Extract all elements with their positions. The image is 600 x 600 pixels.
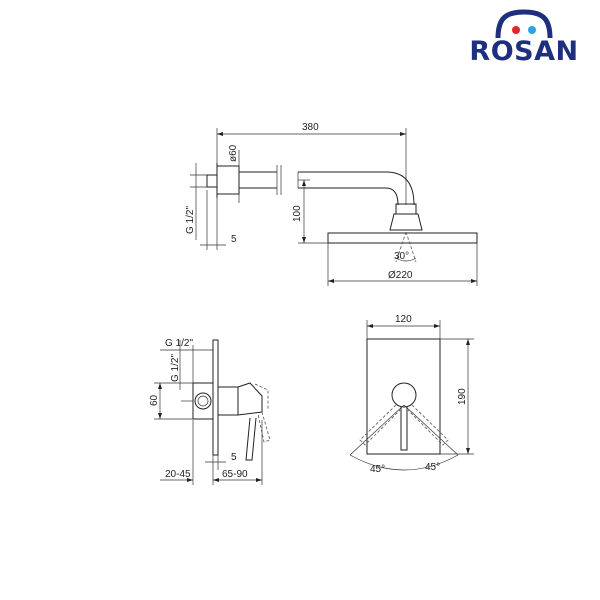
logo-mark-icon xyxy=(495,9,553,39)
red-dot-icon xyxy=(512,26,520,34)
mixer-front-view: 45° 45° 120 190 xyxy=(349,314,474,475)
blue-dot-icon xyxy=(528,26,536,34)
head-diameter-label: Ø220 xyxy=(388,270,413,281)
arm-thread-label: G 1/2" xyxy=(185,206,196,234)
arm-drop-label: 100 xyxy=(292,205,303,222)
mixer-plate-offset-label: 5 xyxy=(231,452,237,463)
mixer-total-height-label: 190 xyxy=(457,388,468,405)
mixer-thread-label: G 1/2" xyxy=(165,338,193,349)
mixer-height-label: 60 xyxy=(149,394,160,406)
mixer-thread-inner-label: G 1/2" xyxy=(170,354,181,382)
angle-right-label: 45° xyxy=(425,462,440,473)
shower-arm-view: 30° 380 ø60 G 1/2" 5 100 Ø220 xyxy=(185,122,478,286)
arm-length-label: 380 xyxy=(302,122,319,133)
brand-name: ROSAN xyxy=(469,36,579,67)
arm-wall-offset-label: 5 xyxy=(231,234,237,245)
mixer-side-view: G 1/2" G 1/2" 60 5 20-45 65-90 xyxy=(149,338,271,485)
angle-left-label: 45° xyxy=(370,464,385,475)
flange-diameter-label: ø60 xyxy=(228,144,239,162)
tilt-angle-label: 30° xyxy=(394,251,409,262)
mixer-width-label: 120 xyxy=(395,314,412,325)
depth-range-right-label: 65-90 xyxy=(222,469,248,480)
depth-range-left-label: 20-45 xyxy=(165,469,191,480)
rosan-logo: ROSAN xyxy=(456,8,592,68)
